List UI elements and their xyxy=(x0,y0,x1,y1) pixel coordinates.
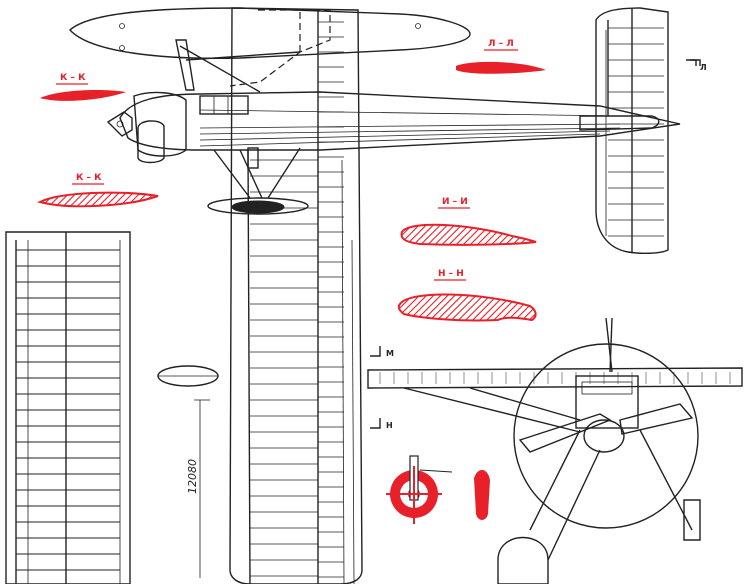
front-view-wheel-right xyxy=(683,499,701,541)
front-view-wing xyxy=(367,367,743,389)
propeller-hub xyxy=(106,111,133,137)
strut-profile-red xyxy=(474,469,490,520)
section-n-n xyxy=(397,293,537,322)
cabane-strut xyxy=(175,39,195,91)
left-wing-panel xyxy=(5,231,131,584)
engine-cowling xyxy=(133,91,187,157)
svg-text:Л: Л xyxy=(700,63,707,72)
wheel-fairing xyxy=(207,197,309,215)
front-view-fuselage xyxy=(575,375,639,429)
svg-text:Н: Н xyxy=(386,421,393,430)
section-label-l-l: Л – Л xyxy=(488,39,514,49)
svg-text:М: М xyxy=(386,349,394,358)
cut-marker-m: М xyxy=(370,346,394,358)
front-view-prop-disc xyxy=(513,343,699,529)
section-label-k-k-lower: К – К xyxy=(76,173,102,183)
section-k-k-upper xyxy=(40,90,126,101)
red-sections: Л – Л К – К К – К И – И Н – Н xyxy=(37,39,546,524)
section-l-l xyxy=(456,61,546,74)
cut-marker-l: Л xyxy=(686,59,707,72)
section-i-i xyxy=(400,223,537,246)
side-view xyxy=(69,7,681,215)
dimension-wing-half-span: 12080 xyxy=(186,459,199,494)
cockpit-window xyxy=(199,95,249,115)
front-view xyxy=(367,317,743,584)
fuselage xyxy=(119,91,681,151)
section-label-n-n: Н – Н xyxy=(438,269,464,279)
section-label-i-i: И – И xyxy=(442,197,468,207)
section-k-k-lower xyxy=(37,191,159,208)
cut-marker-n: Н xyxy=(370,418,393,430)
front-view-wheel-left xyxy=(497,536,549,584)
wing-ribs xyxy=(16,21,731,578)
section-label-k-k-upper: К – К xyxy=(60,73,86,83)
tailplane xyxy=(579,115,660,131)
wheel xyxy=(231,200,285,214)
span-dimension: 12080 xyxy=(186,399,210,578)
cabane-hidden-lines xyxy=(229,9,331,87)
side-view-upper-wing xyxy=(69,7,471,59)
top-view-wing xyxy=(229,7,363,584)
tail-top-view xyxy=(595,7,701,255)
wheel-section-red xyxy=(386,455,453,524)
